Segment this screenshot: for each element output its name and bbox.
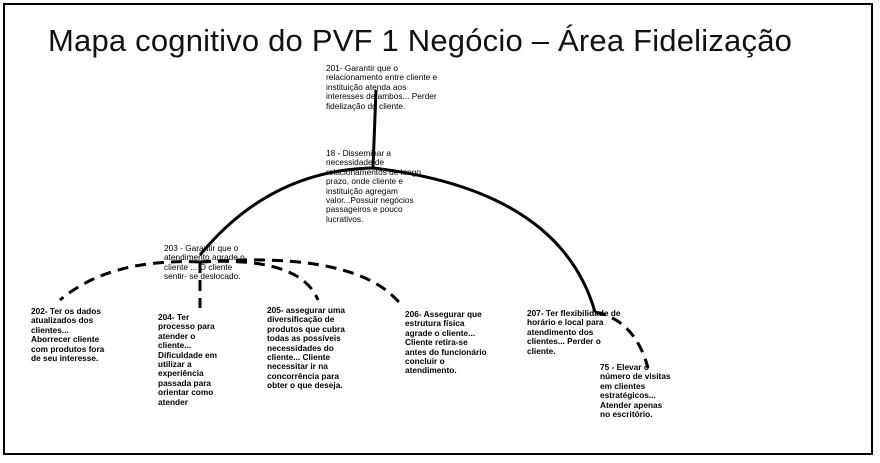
- node-206: 206- Assegurar que estrutura física agra…: [405, 309, 487, 376]
- diagram-title: Mapa cognitivo do PVF 1 Negócio – Área F…: [48, 23, 793, 58]
- link-203-206: [199, 258, 404, 307]
- node-18: 18 - Disseminar a necessidade de relacio…: [326, 148, 422, 224]
- link-18-203: [198, 166, 374, 256]
- node-201: 201- Garantir que o relacionamento entre…: [326, 63, 438, 111]
- link-18-207: [372, 166, 597, 313]
- node-205: 205- assegurar uma diversificação de pro…: [267, 305, 345, 391]
- diagram-frame: [3, 3, 873, 455]
- link-201-18: [371, 89, 378, 169]
- link-207-75: [594, 310, 650, 369]
- node-207: 207- Ter flexibilidade de horário e loca…: [527, 308, 621, 356]
- node-75: 75 - Elevar o número de visitas em clien…: [600, 362, 671, 420]
- link-203-202: [59, 260, 201, 302]
- node-204: 204- Ter processo para atender o cliente…: [158, 312, 218, 407]
- node-203: 203 - Garantir que o atendimento agrade …: [164, 243, 245, 282]
- node-202: 202- Ter os dados atualizados dos client…: [31, 306, 105, 364]
